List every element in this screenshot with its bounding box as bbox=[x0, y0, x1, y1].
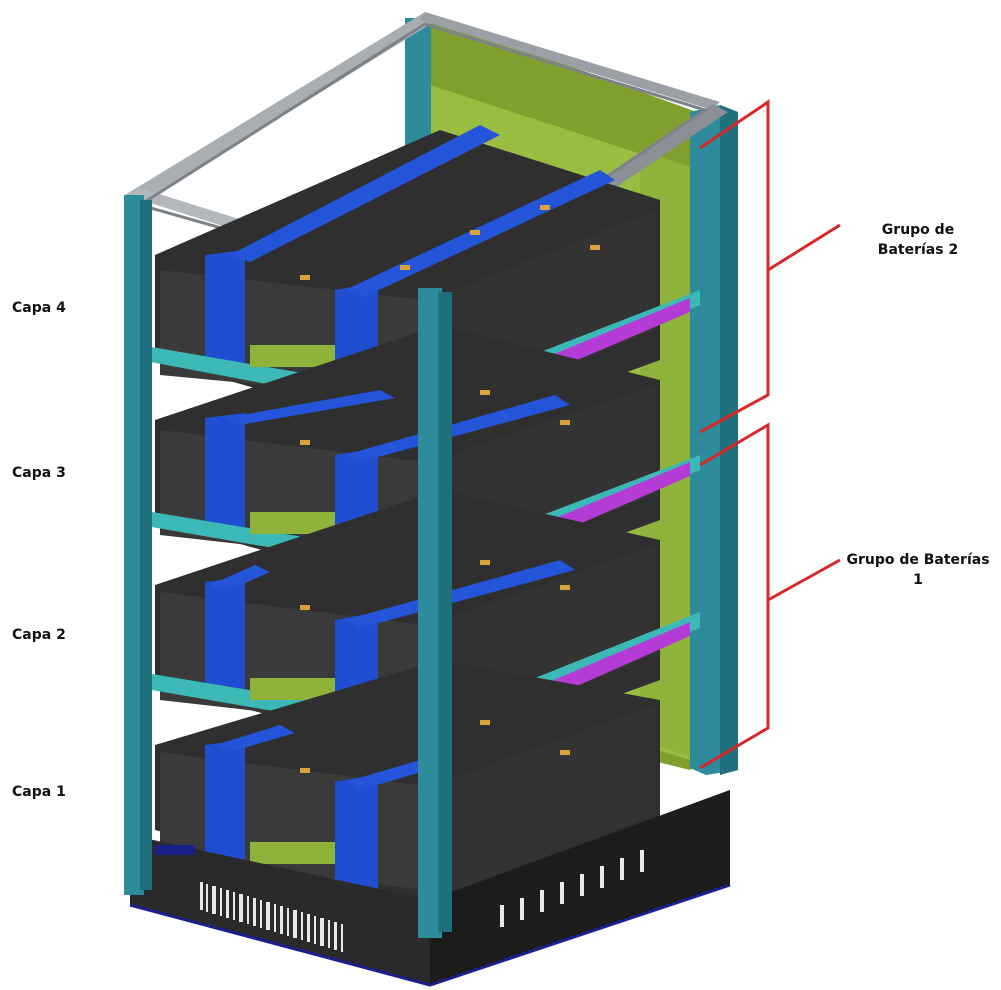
layer-2 bbox=[140, 490, 700, 760]
barcode-side bbox=[500, 850, 644, 927]
group-1-line1: Grupo de Baterías bbox=[846, 552, 990, 568]
bracket-group-1 bbox=[699, 422, 841, 770]
layer-label-2: Capa 2 bbox=[12, 627, 66, 643]
group-1-label: Grupo de Baterías 1 bbox=[838, 550, 998, 590]
back-pillar-right bbox=[690, 105, 738, 775]
front-pillar-left bbox=[124, 195, 152, 895]
front-pillar-center bbox=[418, 288, 452, 938]
barcode-front bbox=[200, 882, 343, 952]
layer-label-3: Capa 3 bbox=[12, 465, 66, 481]
battery-terminals bbox=[300, 205, 600, 773]
group-1-line2: 1 bbox=[913, 572, 923, 588]
group-2-label: Grupo de Baterías 2 bbox=[848, 220, 988, 260]
layer-1 bbox=[155, 660, 660, 905]
group-2-line1: Grupo de bbox=[881, 222, 955, 238]
group-2-line2: Baterías 2 bbox=[877, 242, 959, 258]
rack-base bbox=[129, 790, 731, 987]
layer-label-1: Capa 1 bbox=[12, 784, 66, 800]
layer-label-4: Capa 4 bbox=[12, 300, 66, 316]
bracket-group-2 bbox=[699, 99, 841, 434]
